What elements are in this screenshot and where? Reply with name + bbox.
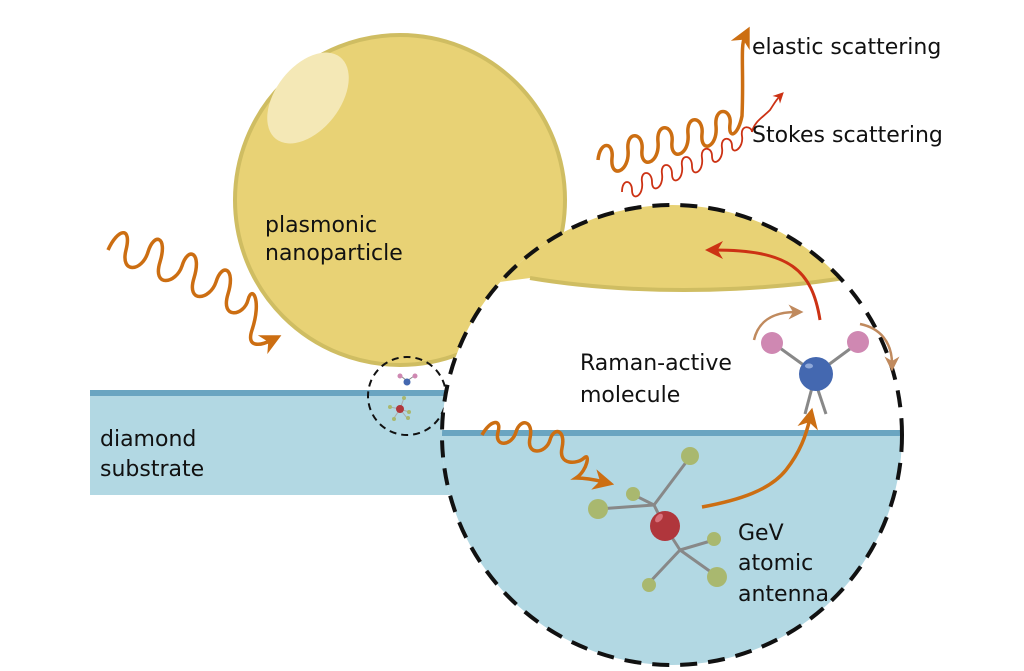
stokes-scattering-label: Stokes scattering <box>752 123 943 148</box>
molecule-label-line1: Raman-active <box>580 351 732 376</box>
inset-circle-small <box>367 356 447 436</box>
raman-molecule <box>761 331 869 415</box>
highlight-reflection <box>267 52 349 144</box>
antenna-label-line3: antenna <box>738 582 829 607</box>
plasmon-coupling-arrow-icon <box>705 241 822 321</box>
vibration-arrow-left-icon <box>752 304 804 341</box>
antenna-label-line1: GeV <box>738 521 784 546</box>
gev-antenna-molecule <box>588 447 727 592</box>
gev-center-atom <box>650 511 680 541</box>
elastic-scattering-label: elastic scattering <box>752 35 941 60</box>
vibration-arrow-right-icon <box>859 322 900 372</box>
diamond-substrate <box>90 390 485 495</box>
elastic-scattering-photon-icon <box>596 26 750 173</box>
mini-molecule <box>403 378 411 386</box>
nanoparticle-label-line2: nanoparticle <box>265 241 403 266</box>
substrate-label-line2: substrate <box>100 457 204 482</box>
nanoparticle-label-line1: plasmonic <box>265 213 377 238</box>
blue-atom <box>799 357 833 391</box>
pink-atom-right <box>847 331 869 353</box>
molecule-label-line2: molecule <box>580 383 680 408</box>
energy-transfer-arrow-icon <box>701 407 818 509</box>
pink-atom-left <box>761 332 783 354</box>
excitation-photon-icon <box>480 420 615 490</box>
plasmonic-nanoparticle <box>233 33 567 367</box>
incoming-photon-icon <box>106 231 282 355</box>
mini-emitter <box>396 405 404 413</box>
stokes-scattering-photon-icon <box>621 92 784 198</box>
antenna-label-line2: atomic <box>738 551 813 576</box>
substrate-label-line1: diamond <box>100 427 196 452</box>
